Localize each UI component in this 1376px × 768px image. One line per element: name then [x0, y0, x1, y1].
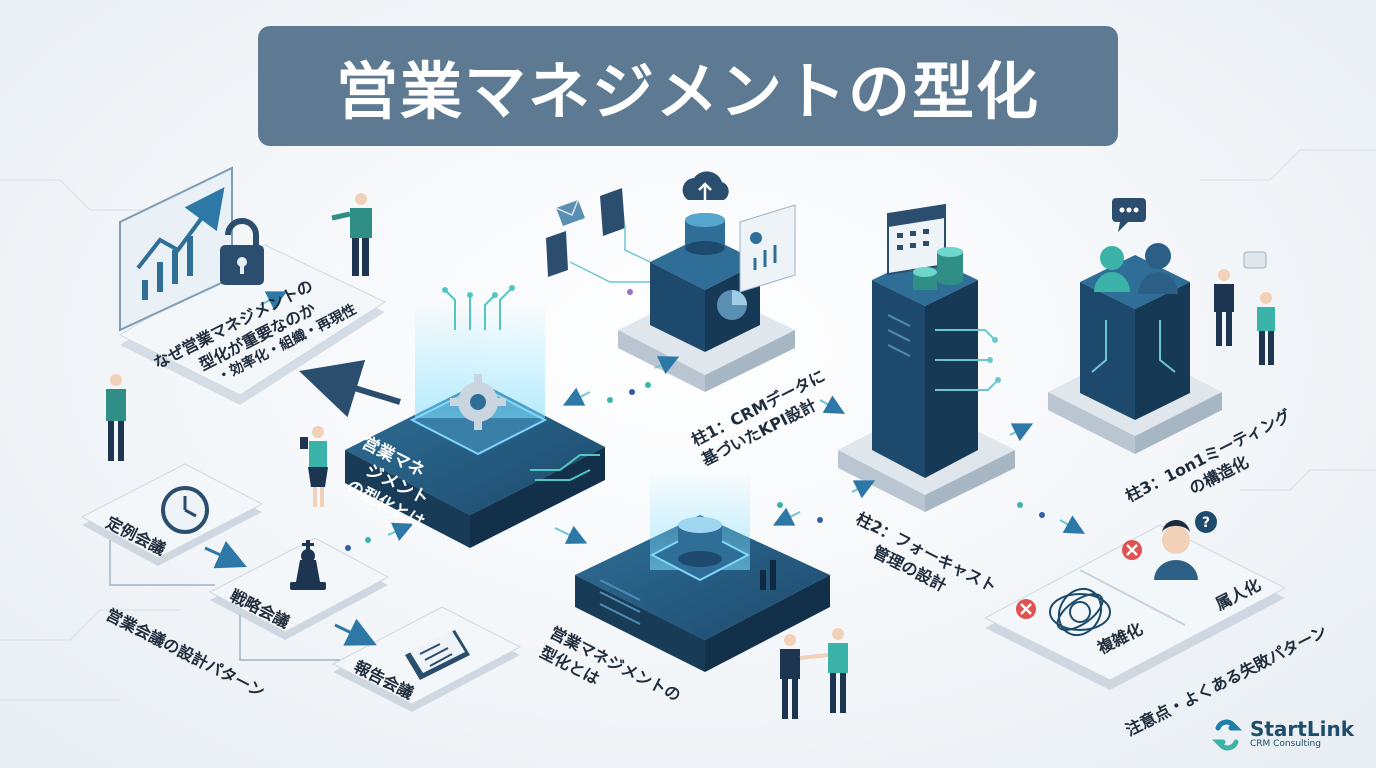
document-icons	[546, 188, 625, 277]
why-card	[118, 166, 387, 405]
database-icon	[685, 213, 725, 255]
error-icon-right	[1122, 540, 1142, 560]
logo-subtitle: CRM Consulting	[1249, 739, 1321, 750]
startlink-logo: StartLink CRM Consulting	[1210, 718, 1354, 752]
arrow-to-why	[299, 359, 401, 418]
error-icon-left	[1016, 599, 1036, 619]
clock-icon	[161, 486, 209, 534]
chess-king-icon	[290, 540, 326, 590]
meeting-cards	[80, 463, 522, 712]
people-handshake-bottom	[780, 628, 848, 719]
clipboard-icon	[405, 630, 470, 680]
pie-chart-icon	[717, 290, 747, 320]
svg-text:?: ?	[1202, 515, 1210, 531]
gear-icon	[450, 374, 506, 430]
server-icon	[678, 517, 722, 567]
flow-dots	[259, 289, 1085, 551]
lock-icon	[220, 218, 264, 285]
people-meeting-icon	[1094, 243, 1178, 294]
pitfall-card: ?	[983, 511, 1287, 690]
person-question-icon: ?	[1154, 511, 1217, 580]
bottom-center-block	[575, 470, 830, 672]
tangled-lines-icon	[1049, 587, 1111, 637]
page-title: 営業マネジメントの型化	[335, 55, 1040, 128]
logo-name: StartLink	[1249, 717, 1354, 742]
person-left-standing	[106, 374, 126, 461]
people-pillar3-pair	[1214, 251, 1275, 365]
title-banner: 営業マネジメントの型化	[258, 26, 1118, 146]
pillar2-block	[838, 203, 1015, 512]
background-circuit	[0, 149, 1376, 701]
dashboard-icon	[739, 204, 796, 293]
calendar-icon	[887, 203, 946, 276]
chat-icon	[1112, 198, 1146, 232]
email-icon	[555, 199, 585, 226]
startlink-logo-icon	[1211, 719, 1243, 751]
pillar1-block	[546, 171, 796, 392]
cloud-upload-icon	[682, 171, 729, 200]
bar-chart-icon	[760, 560, 776, 590]
center-block	[345, 285, 605, 548]
coin-stack-icon	[913, 247, 963, 290]
person-woman-tablet	[300, 426, 328, 507]
pillar3-block	[1048, 198, 1222, 454]
person-presenter-top	[331, 193, 372, 276]
